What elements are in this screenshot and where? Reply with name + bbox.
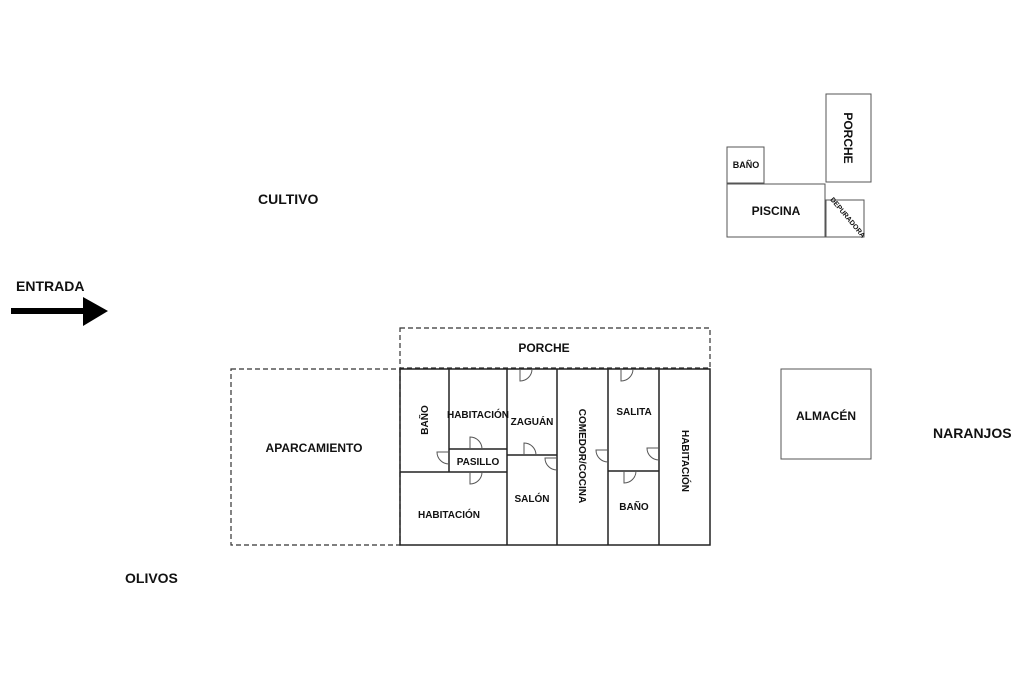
entrance-label: ENTRADA bbox=[16, 278, 84, 294]
pool-label: PISCINA bbox=[752, 204, 801, 218]
room-entry-hall: ZAGUÁN bbox=[511, 415, 554, 428]
room-hallway: PASILLO bbox=[457, 457, 500, 468]
pool-bath bbox=[726, 146, 765, 184]
purifier bbox=[825, 199, 865, 238]
olives-label: OLIVOS bbox=[125, 570, 178, 586]
cultivation-label: CULTIVO bbox=[258, 191, 319, 207]
warehouse bbox=[780, 368, 872, 460]
room-bedroom-top: HABITACIÓN bbox=[447, 408, 509, 421]
room-living: SALÓN bbox=[515, 492, 550, 505]
pool bbox=[726, 183, 826, 238]
oranges-label: NARANJOS bbox=[933, 425, 1012, 441]
room-bedroom-right: HABITACIÓN bbox=[679, 430, 692, 492]
house-walls bbox=[399, 368, 711, 546]
room-bedroom-bottom: HABITACIÓN bbox=[418, 508, 480, 521]
parking-label: APARCAMIENTO bbox=[266, 441, 363, 455]
room-bath-right: BAÑO bbox=[619, 500, 649, 513]
entrance-arrow-icon bbox=[11, 297, 108, 326]
room-bath-left: BAÑO bbox=[418, 405, 431, 435]
parking-area bbox=[230, 368, 401, 546]
pool-porch-label: PORCHE bbox=[841, 112, 855, 163]
room-dining-kitchen: COMEDOR/COCINA bbox=[576, 409, 587, 503]
pool-porch bbox=[825, 93, 872, 183]
pool-bath-label: BAÑO bbox=[733, 160, 760, 170]
door-icons bbox=[436, 368, 660, 485]
porch-area bbox=[399, 327, 711, 369]
warehouse-label: ALMACÉN bbox=[796, 408, 856, 423]
porch-label: PORCHE bbox=[518, 341, 569, 355]
room-sitting: SALITA bbox=[616, 407, 651, 418]
